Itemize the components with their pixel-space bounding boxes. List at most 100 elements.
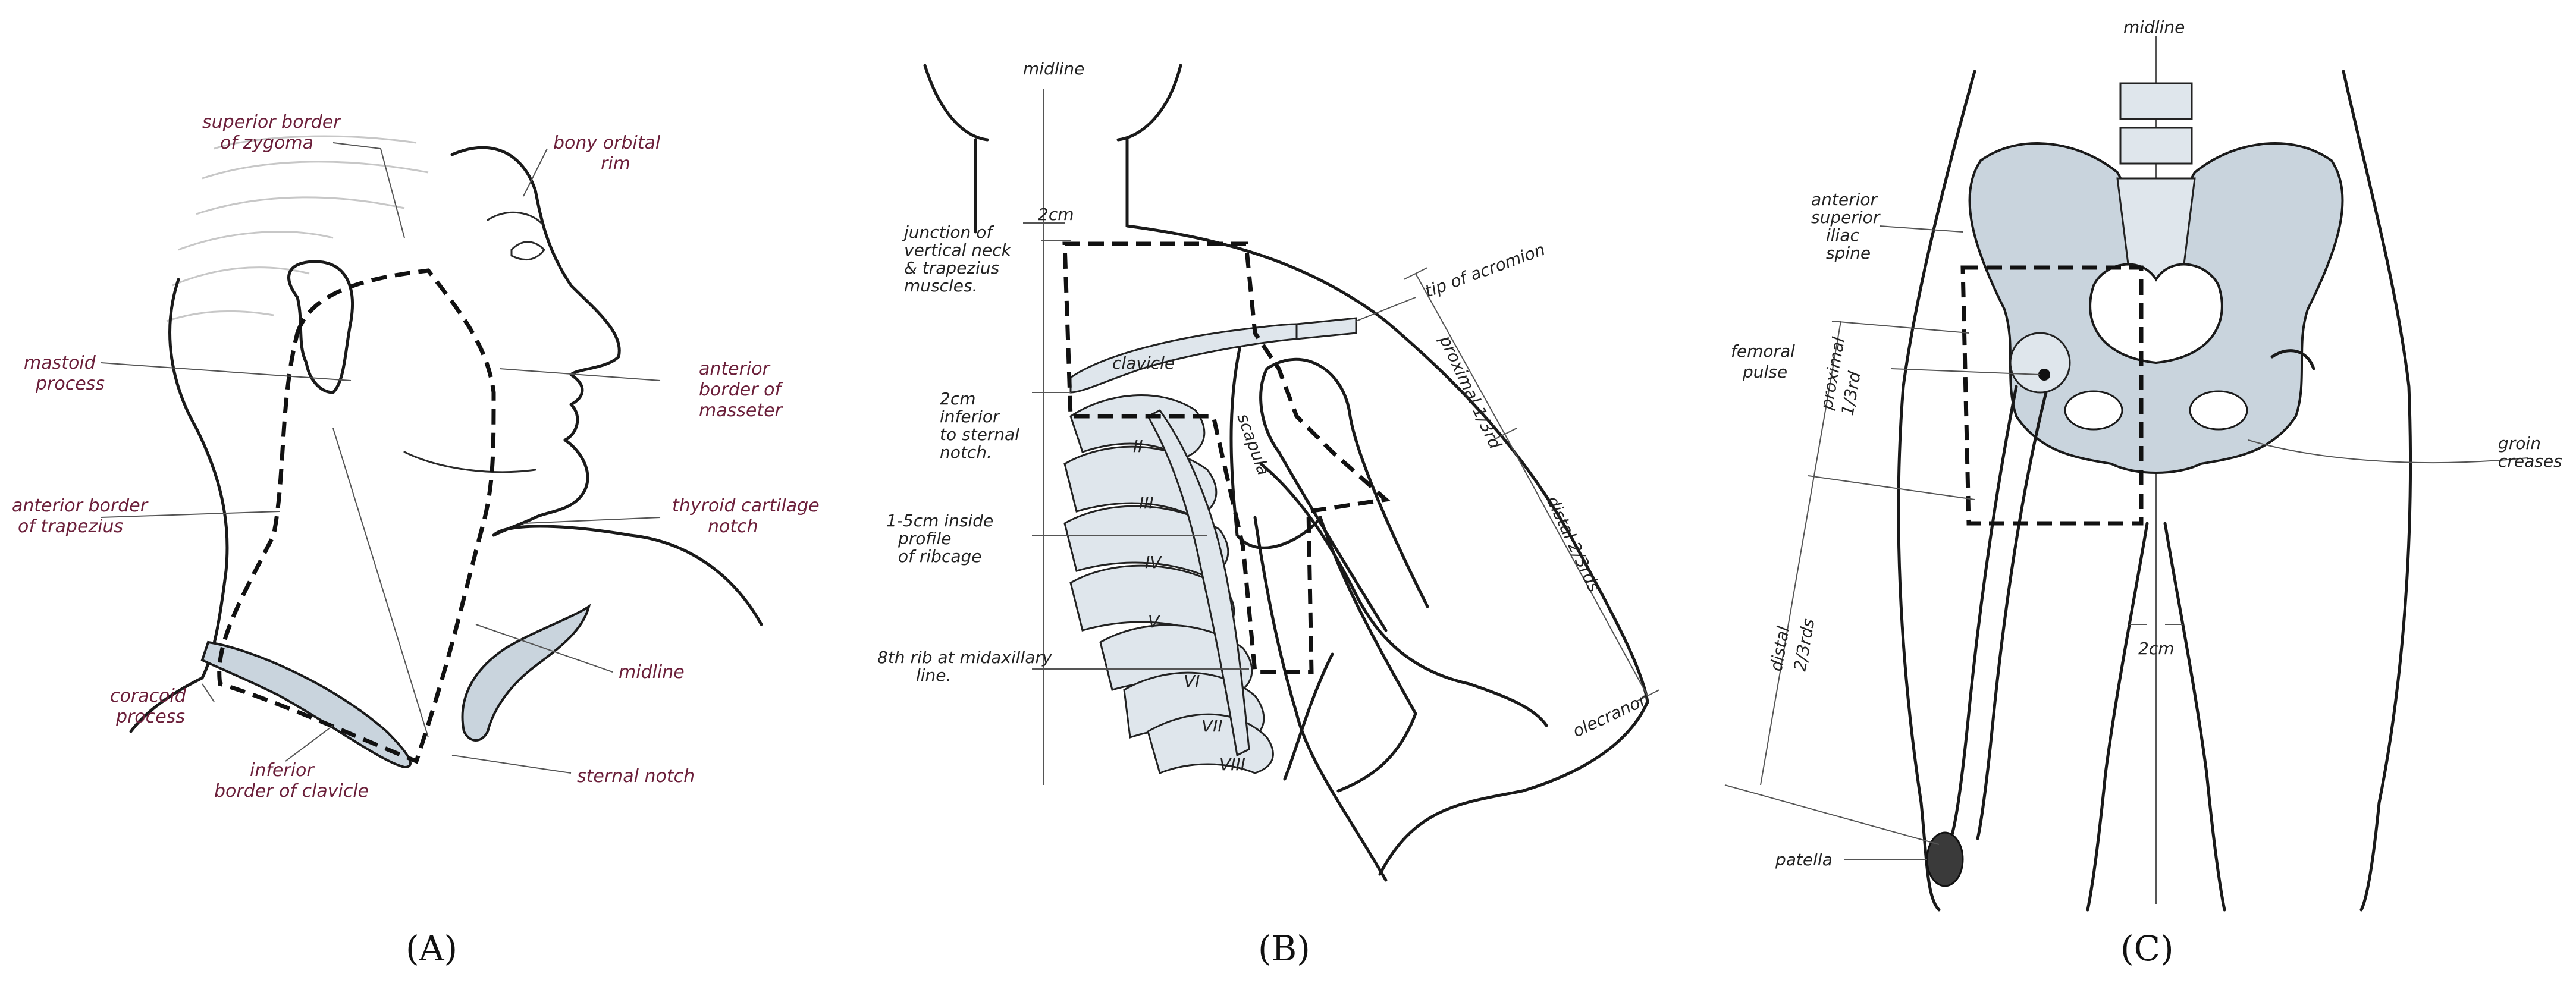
label-junction-3: & trapezius: [904, 258, 999, 278]
label-femoral-2: pulse: [1742, 362, 1787, 382]
label-inside-3: of ribcage: [898, 547, 982, 566]
label-asis-2: superior: [1811, 208, 1881, 227]
rib-label-viii: VIII: [1219, 755, 1245, 774]
arm-inner: [1259, 462, 1548, 727]
label-asis-4: spine: [1826, 243, 1871, 263]
ear: [287, 260, 354, 394]
label-clavicle-2: border of clavicle: [214, 781, 369, 802]
pointer-trapezius: [101, 511, 280, 518]
tick-asis: [1831, 321, 1969, 334]
label-groin-2: creases: [2498, 451, 2562, 471]
rib-label-vii: VII: [1201, 716, 1223, 736]
label-clavicle-b: clavicle: [1112, 353, 1175, 373]
label-orbital-2: rim: [601, 153, 630, 174]
label-thyroid-1: thyroid cartilage: [672, 495, 820, 516]
label-junction-4: muscles.: [904, 276, 978, 296]
measure-tick-2: [1492, 428, 1517, 441]
face-profile: [450, 146, 621, 537]
leg-inner-left: [2086, 522, 2149, 912]
jaw-line: [403, 451, 536, 473]
label-midline-c: midline: [2123, 17, 2185, 37]
label-orbital-1: bony orbital: [553, 133, 661, 153]
pointer-groin: [2248, 439, 2528, 464]
rib-iv: [1063, 505, 1229, 578]
leg-inner-right: [2163, 522, 2226, 912]
label-masseter-3: masseter: [699, 400, 783, 421]
pointer-orbital: [523, 148, 548, 197]
pointer-zygoma: [332, 142, 405, 238]
label-inside-1: 1-5cm inside: [886, 511, 993, 530]
brow: [487, 211, 542, 224]
femoral-pulse-dot: [2038, 369, 2050, 381]
clavicle-bone: [200, 640, 412, 769]
label-below-notch-2: inferior: [940, 407, 1000, 426]
vertebra-1: [2119, 82, 2193, 120]
label-coracoid-2: process: [115, 706, 185, 727]
midline-faint: [332, 428, 429, 738]
obturator-left: [2064, 390, 2123, 431]
label-zygoma-1: superior border: [202, 112, 341, 133]
measure-upper: [1415, 273, 1505, 435]
humerus: [1259, 357, 1429, 632]
pointer-mastoid: [101, 362, 352, 381]
pointer-masseter: [499, 368, 661, 381]
label-midline-b: midline: [1023, 59, 1084, 78]
label-below-notch-4: notch.: [940, 442, 992, 462]
label-coracoid-1: coracoid: [110, 686, 187, 706]
label-trapezius-2: of trapezius: [18, 516, 123, 537]
panel-a-letter: (A): [406, 928, 457, 969]
label-scapula: scapula: [1233, 411, 1273, 478]
rib-label-iii: III: [1139, 493, 1154, 513]
label-asis-1: anterior: [1811, 190, 1878, 209]
head-outline: [168, 278, 229, 680]
label-distal-c-2: 2/3rds: [1790, 617, 1818, 673]
shoulder-line: [129, 676, 204, 733]
panel-b-drawing: clavicle II III IV V VI VII VIII scapula: [877, 59, 1660, 882]
body-right: [2342, 70, 2412, 912]
tick-knee: [1724, 784, 1940, 845]
label-femoral-1: femoral: [1731, 341, 1795, 361]
label-below-notch-1: 2cm: [940, 389, 975, 409]
sternoclavicular: [461, 604, 591, 742]
measure-distal-c: [1760, 475, 1815, 786]
pointer-thyroid: [523, 517, 661, 524]
panel-c-letter: (C): [2120, 928, 2174, 969]
measure-lower: [1504, 434, 1648, 696]
label-clavicle-1: inferior: [250, 760, 315, 781]
eye: [510, 241, 545, 261]
panel-a-drawing: superior border of zygoma bony orbital r…: [12, 112, 820, 802]
label-sternal: sternal notch: [577, 766, 695, 787]
acromion-b: [1295, 317, 1357, 340]
label-trapezius-1: anterior border: [12, 495, 149, 516]
pointer-femoral: [1891, 368, 2041, 375]
dashed-field-a: [217, 268, 496, 764]
panel-b-letter: (B): [1258, 928, 1310, 969]
pointer-acromion: [1356, 297, 1416, 322]
label-midline-a: midline: [619, 662, 685, 683]
label-gap-c: 2cm: [2138, 639, 2174, 658]
neck-sides: [974, 138, 1129, 234]
label-junction-1: junction of: [902, 222, 994, 242]
label-zygoma-2: of zygoma: [220, 133, 313, 153]
pointer-clavicle: [285, 725, 334, 762]
forearm: [1283, 516, 1417, 793]
measure-proximal-c: [1813, 321, 1841, 476]
rib-label-v: V: [1148, 612, 1160, 632]
label-gap-b: 2cm: [1038, 205, 1074, 224]
measure-tick-3: [1635, 689, 1660, 702]
right-acetabulum: [2270, 349, 2315, 370]
vertebra-2: [2119, 127, 2193, 165]
pointer-asis: [1879, 225, 1963, 233]
head-bottom: [923, 64, 1182, 142]
label-below-notch-3: to sternal: [940, 425, 1019, 444]
obturator-right: [2189, 390, 2248, 431]
rib-label-iv: IV: [1145, 552, 1162, 572]
femur: [1949, 385, 2048, 840]
dashed-field-b: [1062, 241, 1391, 674]
tick-mid: [1808, 475, 1975, 500]
label-junction-2: vertical neck: [904, 240, 1012, 260]
pointer-coracoid: [202, 683, 215, 702]
body-left: [1897, 70, 1976, 912]
label-groin-1: groin: [2498, 434, 2541, 453]
